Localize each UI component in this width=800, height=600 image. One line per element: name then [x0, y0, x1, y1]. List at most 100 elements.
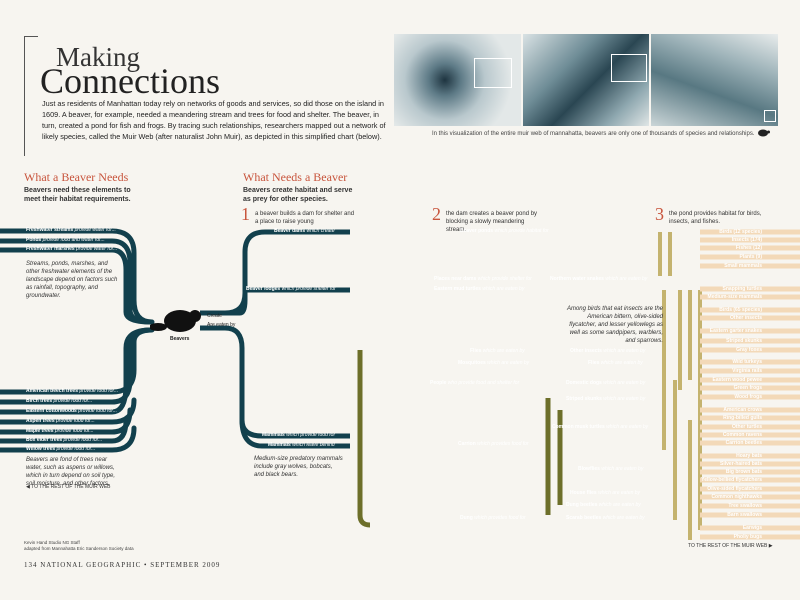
label-places-near-dams: Places near dams which provide shelter f…	[434, 276, 532, 282]
input-freshwater-streams: Freshwater streams provide water for...	[26, 227, 116, 233]
species-item: Common ravens	[722, 432, 762, 438]
visualization-photos	[394, 34, 779, 126]
intro-paragraph: Just as residents of Manhattan today rel…	[42, 99, 386, 141]
birds-note: Among birds that eat insects are the Ame…	[566, 306, 663, 344]
label-northern-water-snakes: Northern water snakes which are eaten by	[550, 276, 648, 282]
label-striped-skunks: Striped skunks which are eaten by	[566, 396, 646, 402]
beaver-icon	[150, 310, 201, 332]
input-maple: Maple trees provide food for...	[26, 428, 94, 434]
input-willow: Willow trees provide food for...	[26, 446, 96, 452]
species-item: Medium-size mammals	[707, 294, 762, 300]
left-section-title: What a Beaver Needs	[24, 170, 129, 184]
species-item: Gray foxes	[736, 347, 762, 353]
credit: Kevin Hand Studio NG Staff adapted from …	[24, 540, 134, 552]
species-item: Birds (65 species)	[719, 307, 762, 313]
photo-web-3	[651, 34, 779, 126]
credit-line-1: Kevin Hand Studio NG Staff	[24, 540, 80, 545]
label-carrion: Carrion which provides food for	[458, 441, 529, 447]
turtle-icon	[758, 129, 770, 137]
input-eastern-cottonwoods: Eastern cottonwoods provide food for...	[26, 408, 117, 414]
page-footer: 134 NATIONAL GEOGRAPHIC • SEPTEMBER 2009	[24, 561, 221, 569]
species-item: Green frogs	[733, 385, 762, 391]
species-item: Common nighthawks	[711, 494, 762, 500]
species-item: Small mammals	[724, 263, 762, 269]
species-item: Plants (9)	[739, 254, 762, 260]
species-item: Fishes (12)	[735, 245, 762, 251]
label-mosquitoes: Mosquitoes which are eaten by	[458, 360, 530, 366]
species-item: Birds (12 species)	[719, 229, 762, 235]
label-beaver-lodges: Beaver lodges which provide shelter for	[246, 286, 336, 292]
species-item: Snapping turtles	[722, 286, 762, 292]
page-title: Connections	[40, 61, 220, 101]
title-top: Making	[56, 42, 140, 72]
zoom-box-1	[474, 58, 512, 88]
input-freshwater-marshes: Freshwater marshes provide water for...	[26, 246, 118, 252]
eaten-label: Are eaten by	[207, 322, 236, 328]
label-people: People who provide food and shelter for	[430, 380, 520, 386]
arrow-right-icon: ▶	[767, 543, 773, 549]
tree-note: Beavers are fond of trees near water, su…	[26, 457, 116, 487]
label-eastern-mud-turtles: Eastern mud turtles which are eaten by	[434, 286, 525, 292]
species-item: Eastern wood pewee	[712, 377, 762, 383]
input-birch: Birch trees provide food for...	[26, 398, 93, 404]
water-note: Streams, ponds, marshes, and other fresh…	[26, 261, 118, 299]
mammal-note: Medium-size predatory mammals include gr…	[254, 456, 343, 478]
title-tick	[24, 36, 38, 37]
label-other-insects: Other insects which are eaten by	[570, 348, 646, 354]
species-item: Silver-haired bats	[720, 461, 762, 467]
species-item: Insects (174)	[731, 237, 762, 243]
label-mammals-behind: Mammals which leave behind	[268, 442, 335, 448]
species-item: Ring-billed gulls	[723, 415, 762, 421]
species-item: Wild turkeys	[732, 359, 762, 365]
label-common-musk-turtles: Common musk turtles which are eaten by	[552, 424, 649, 430]
credit-line-2: adapted from Mannahatta Eric Sanderson S…	[24, 546, 134, 551]
step-3-text: the pond provides habitat for birds, ins…	[669, 211, 762, 225]
species-item: Barn swallows	[727, 512, 762, 518]
species-item: Other turtles	[731, 424, 762, 430]
label-mammals-food: Mammals which provide food for	[262, 432, 336, 438]
beaver-label: Beavers	[170, 336, 190, 342]
label-dung: Dung which provides food for	[460, 515, 526, 521]
arrow-left-icon: ◀	[26, 484, 32, 490]
species-item: Yellow-bellied flycatchers	[701, 477, 762, 483]
step-2-number: 2	[432, 204, 441, 224]
label-flies-2: Flies which are eaten by	[588, 360, 643, 366]
photo-web-2	[522, 34, 650, 126]
label-beaver-ponds: Beaver ponds which provide habitat for	[460, 228, 549, 234]
title-rule	[24, 36, 25, 156]
species-item: Big brown bats	[725, 469, 762, 475]
species-item: Virginia rails	[732, 368, 762, 374]
species-item: Tree swallows	[728, 503, 762, 509]
step-1-number: 1	[241, 204, 250, 224]
species-item: Carrion beetles	[725, 440, 762, 446]
photo-web-1	[394, 34, 521, 126]
label-scarab-beetles: Scarab beetles which are eaten by	[566, 515, 645, 521]
input-aspen: Aspen trees provide food for...	[26, 418, 95, 424]
label-beaver-dams: Beaver dams which create	[274, 228, 335, 234]
species-item: Pholiy bugs	[733, 534, 762, 540]
right-rest-link[interactable]: TO THE REST OF THE MUIR WEB ▶	[688, 543, 773, 549]
species-item: Other insects	[730, 315, 762, 321]
species-item: Wood frogs	[734, 394, 762, 400]
label-domestic-dogs: Domestic dogs which are eaten by	[566, 380, 646, 386]
species-item: Striped skunks	[726, 338, 762, 344]
step-3-number: 3	[655, 204, 664, 224]
input-box-elder: Box elder trees provide food for...	[26, 437, 103, 443]
photo-caption: In this visualization of the entire muir…	[432, 131, 755, 137]
species-item: Hoary bats	[736, 453, 762, 459]
label-dung-beetles: Dung beetles which are eaten by	[566, 502, 641, 508]
label-flies: Flies which are eaten by	[470, 348, 525, 354]
species-item: Earwigs	[742, 525, 762, 531]
label-house-flies: House flies which are eaten by	[570, 490, 641, 496]
left-section-subtitle: Beavers need these elements to meet thei…	[24, 187, 131, 203]
zoom-box-2	[610, 54, 647, 82]
left-rest-link[interactable]: ◀ TO THE REST OF THE MUIR WEB	[26, 484, 111, 490]
species-item: Eastern garter snakes	[709, 328, 762, 334]
create-label: Create	[207, 313, 223, 319]
species-item: American crows	[723, 407, 762, 413]
label-blowflies: Blowflies which are eaten by	[578, 466, 644, 472]
step-1-text: a beaver builds a dam for shelter and a …	[255, 211, 355, 225]
input-american-beech: American beech trees provide food for...	[26, 388, 119, 394]
right-section-title: What Needs a Beaver	[243, 170, 348, 184]
